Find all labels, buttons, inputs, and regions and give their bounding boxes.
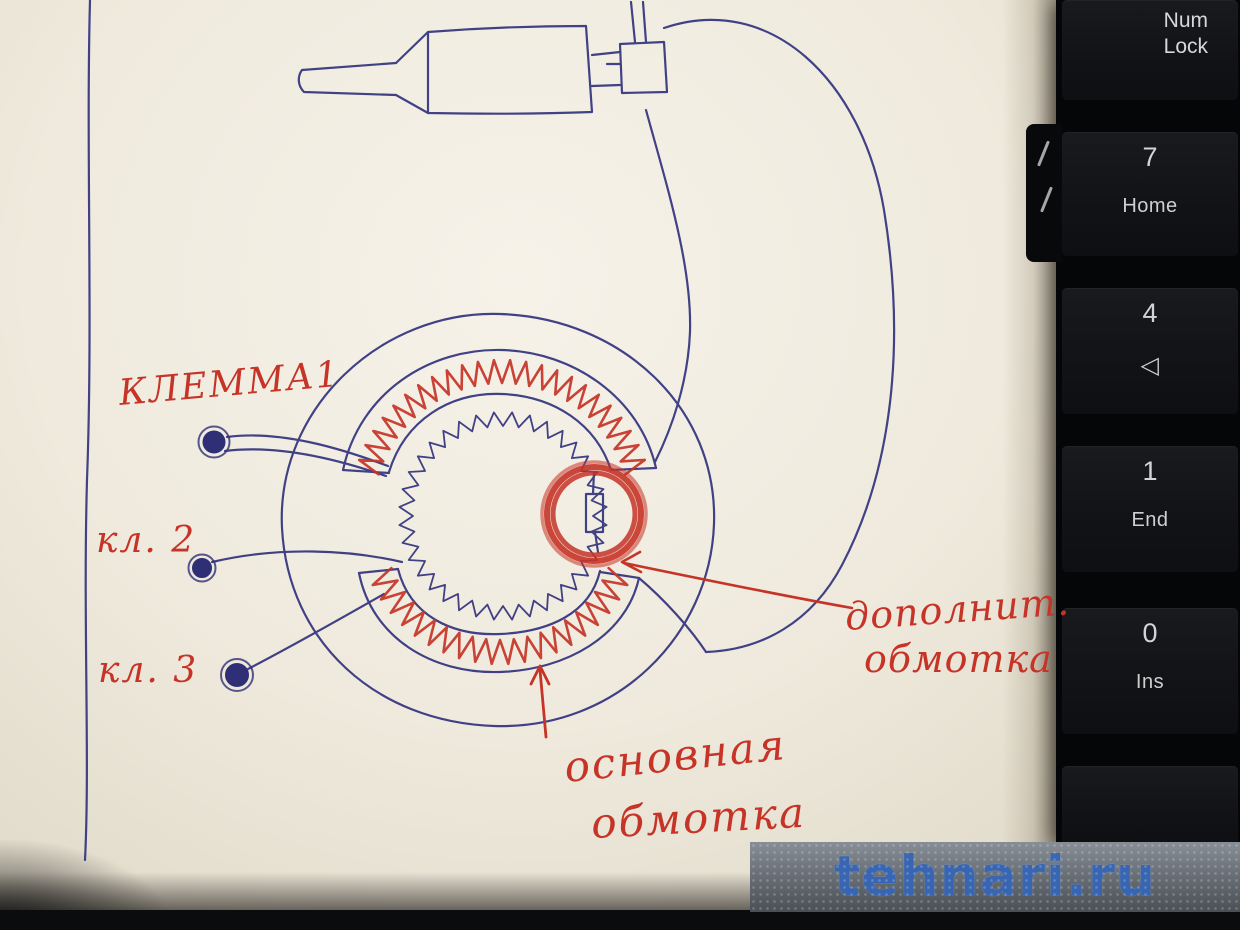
key-1-label: 1	[1142, 456, 1158, 486]
key-blank	[1062, 766, 1238, 846]
watermark: tehnari.ru	[833, 844, 1157, 908]
watermark-strip: tehnari.ru	[750, 842, 1240, 912]
partial-key	[1026, 124, 1062, 262]
key-home-label: Home	[1122, 195, 1178, 217]
key-numlock: Num Lock	[1062, 0, 1238, 100]
key-4-left: 4 ◁	[1062, 288, 1238, 414]
desk-edge	[0, 910, 1240, 930]
slash-mark-icon	[1037, 140, 1050, 167]
key-1-end: 1 End	[1062, 446, 1238, 572]
key-numlock-label-line1: Num	[1163, 9, 1208, 32]
key-end-label: End	[1131, 509, 1169, 531]
key-0-ins: 0 Ins	[1062, 608, 1238, 734]
key-0-label: 0	[1142, 618, 1158, 648]
left-arrow-icon: ◁	[1140, 352, 1160, 379]
key-7-label: 7	[1142, 142, 1158, 172]
slash-mark-icon	[1040, 186, 1053, 213]
key-numlock-label-line2: Lock	[1163, 34, 1208, 58]
numpad-panel: Num Lock 7 Home 4 ◁ 1 End 0 Ins	[1056, 0, 1240, 848]
key-7-home: 7 Home	[1062, 132, 1238, 256]
key-4-label: 4	[1142, 298, 1158, 328]
key-ins-label: Ins	[1135, 671, 1165, 693]
